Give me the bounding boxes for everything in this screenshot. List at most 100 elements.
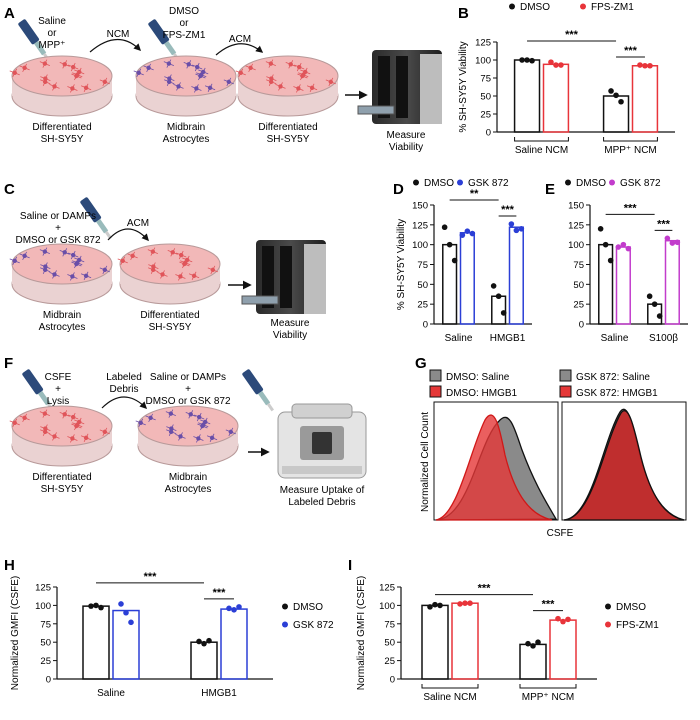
histogram-legend: DMSO: Saline DMSO: HMGB1 GSK 872: Saline… [429,369,658,399]
category-bracket [421,684,479,689]
data-point [669,240,676,246]
arrow-icon [107,228,149,242]
y-tick-label: 25 [384,656,395,667]
y-tick-label: 25 [40,656,51,667]
bar [631,65,659,133]
y-tick-label: 150 [568,201,584,212]
data-point [231,607,237,613]
category-bracket [603,137,658,142]
bar [615,246,631,325]
measure-label-line: Measure Uptake of [280,485,365,496]
arrow-label-line: Labeled [106,372,142,383]
data-point [647,62,653,69]
treatment-label-line: CSFE [45,372,72,383]
data-point [128,619,134,626]
bar [602,95,630,133]
treatment-label-line: + [55,384,61,395]
pipette-icon [242,369,274,412]
y-tick-label: 100 [568,240,584,251]
panel-label-h: H [4,557,15,574]
data-point [674,239,681,246]
data-point [642,62,648,69]
dish-label-line: SH-SY5Y [267,134,310,145]
treatment-label-line: DMSO or GSK 872 [15,235,100,246]
panel-g-flow-histograms: DMSO: Saline DMSO: HMGB1 GSK 872: Saline… [420,369,687,539]
y-tick-label: 100 [379,601,395,612]
y-tick-label: 50 [40,638,51,649]
panel-label-c: C [4,181,15,198]
legend-label: DMSO [424,178,454,189]
bar [549,619,577,680]
data-point [457,601,463,607]
x-tick-label: Saline [97,688,125,699]
measure-label-line: Measure [271,318,310,329]
schematic-a: Saline or MPP⁺ Differentiated SH-SY5Y NC… [9,6,442,153]
treatment-label-line: DMSO or GSK 872 [145,396,230,407]
y-tick-label: 100 [35,601,51,612]
measure-label-line: Labeled Debris [288,497,355,508]
significance-label: *** [501,204,515,216]
bar [459,232,475,325]
histogram-gsk-hmgb1 [563,410,685,521]
panel-label-f: F [4,355,13,372]
category-bracket [519,684,577,689]
significance-label: *** [144,571,158,583]
dish-label-line: Midbrain [167,122,205,133]
data-point [558,62,564,68]
data-point [441,224,448,231]
dish-label-line: Differentiated [140,310,199,321]
measure-label-line: Measure [387,130,426,141]
significance-label: *** [542,599,556,611]
dish-label-line: SH-SY5Y [41,134,84,145]
y-tick-label: 125 [35,583,51,594]
y-tick-label: 50 [417,280,428,291]
treatment-label-line: or [48,28,58,39]
data-point [529,57,535,64]
x-tick-label: Saline NCM [515,145,568,156]
data-point [437,602,443,609]
dish-label-line: Astrocytes [163,134,210,145]
dish-label-line: Differentiated [258,122,317,133]
treatment-label-line: + [185,384,191,395]
data-point [555,615,561,622]
legend-label: GSK 872 [620,178,661,189]
data-point [548,59,554,65]
legend-swatch-gsk-hmgb1 [559,385,572,398]
y-tick-label: 25 [480,110,491,121]
significance-label: *** [213,587,227,599]
panel-label-g: G [415,355,427,372]
x-axis-label: CSFE [547,528,574,539]
panel-label-d: D [393,181,404,198]
treatment-label-line: Saline or DAMPs [20,211,96,222]
arrow-icon [89,38,142,53]
legend-label: DMSO [616,602,646,613]
legend-label: DMSO [293,602,323,613]
plate-reader-icon [357,50,442,124]
data-point [93,602,99,609]
legend-label: DMSO [576,178,606,189]
data-point [513,227,520,234]
bar [519,643,547,680]
y-tick-label: 50 [384,638,395,649]
data-point [495,293,502,300]
y-axis-label: Normalized GMFI (CSFE) [10,576,21,690]
bar [542,63,570,133]
petri-dish-icon [135,405,239,467]
arrow-icon [215,43,264,56]
legend-swatch-gsk-saline [559,369,572,382]
bar [513,59,541,133]
petri-dish-icon [9,55,113,117]
x-tick-label: MPP⁺ NCM [604,145,657,156]
data-point [98,604,104,611]
bar [421,604,449,680]
legend-marker [413,179,419,186]
dish-label-line: Differentiated [32,122,91,133]
petri-dish-icon [235,55,339,117]
legend-label: FPS-ZM1 [616,620,659,631]
bar [220,608,248,680]
y-tick-label: 0 [390,675,395,686]
data-point [123,609,129,616]
data-point [625,245,632,252]
dish-label-line: Astrocytes [39,322,86,333]
